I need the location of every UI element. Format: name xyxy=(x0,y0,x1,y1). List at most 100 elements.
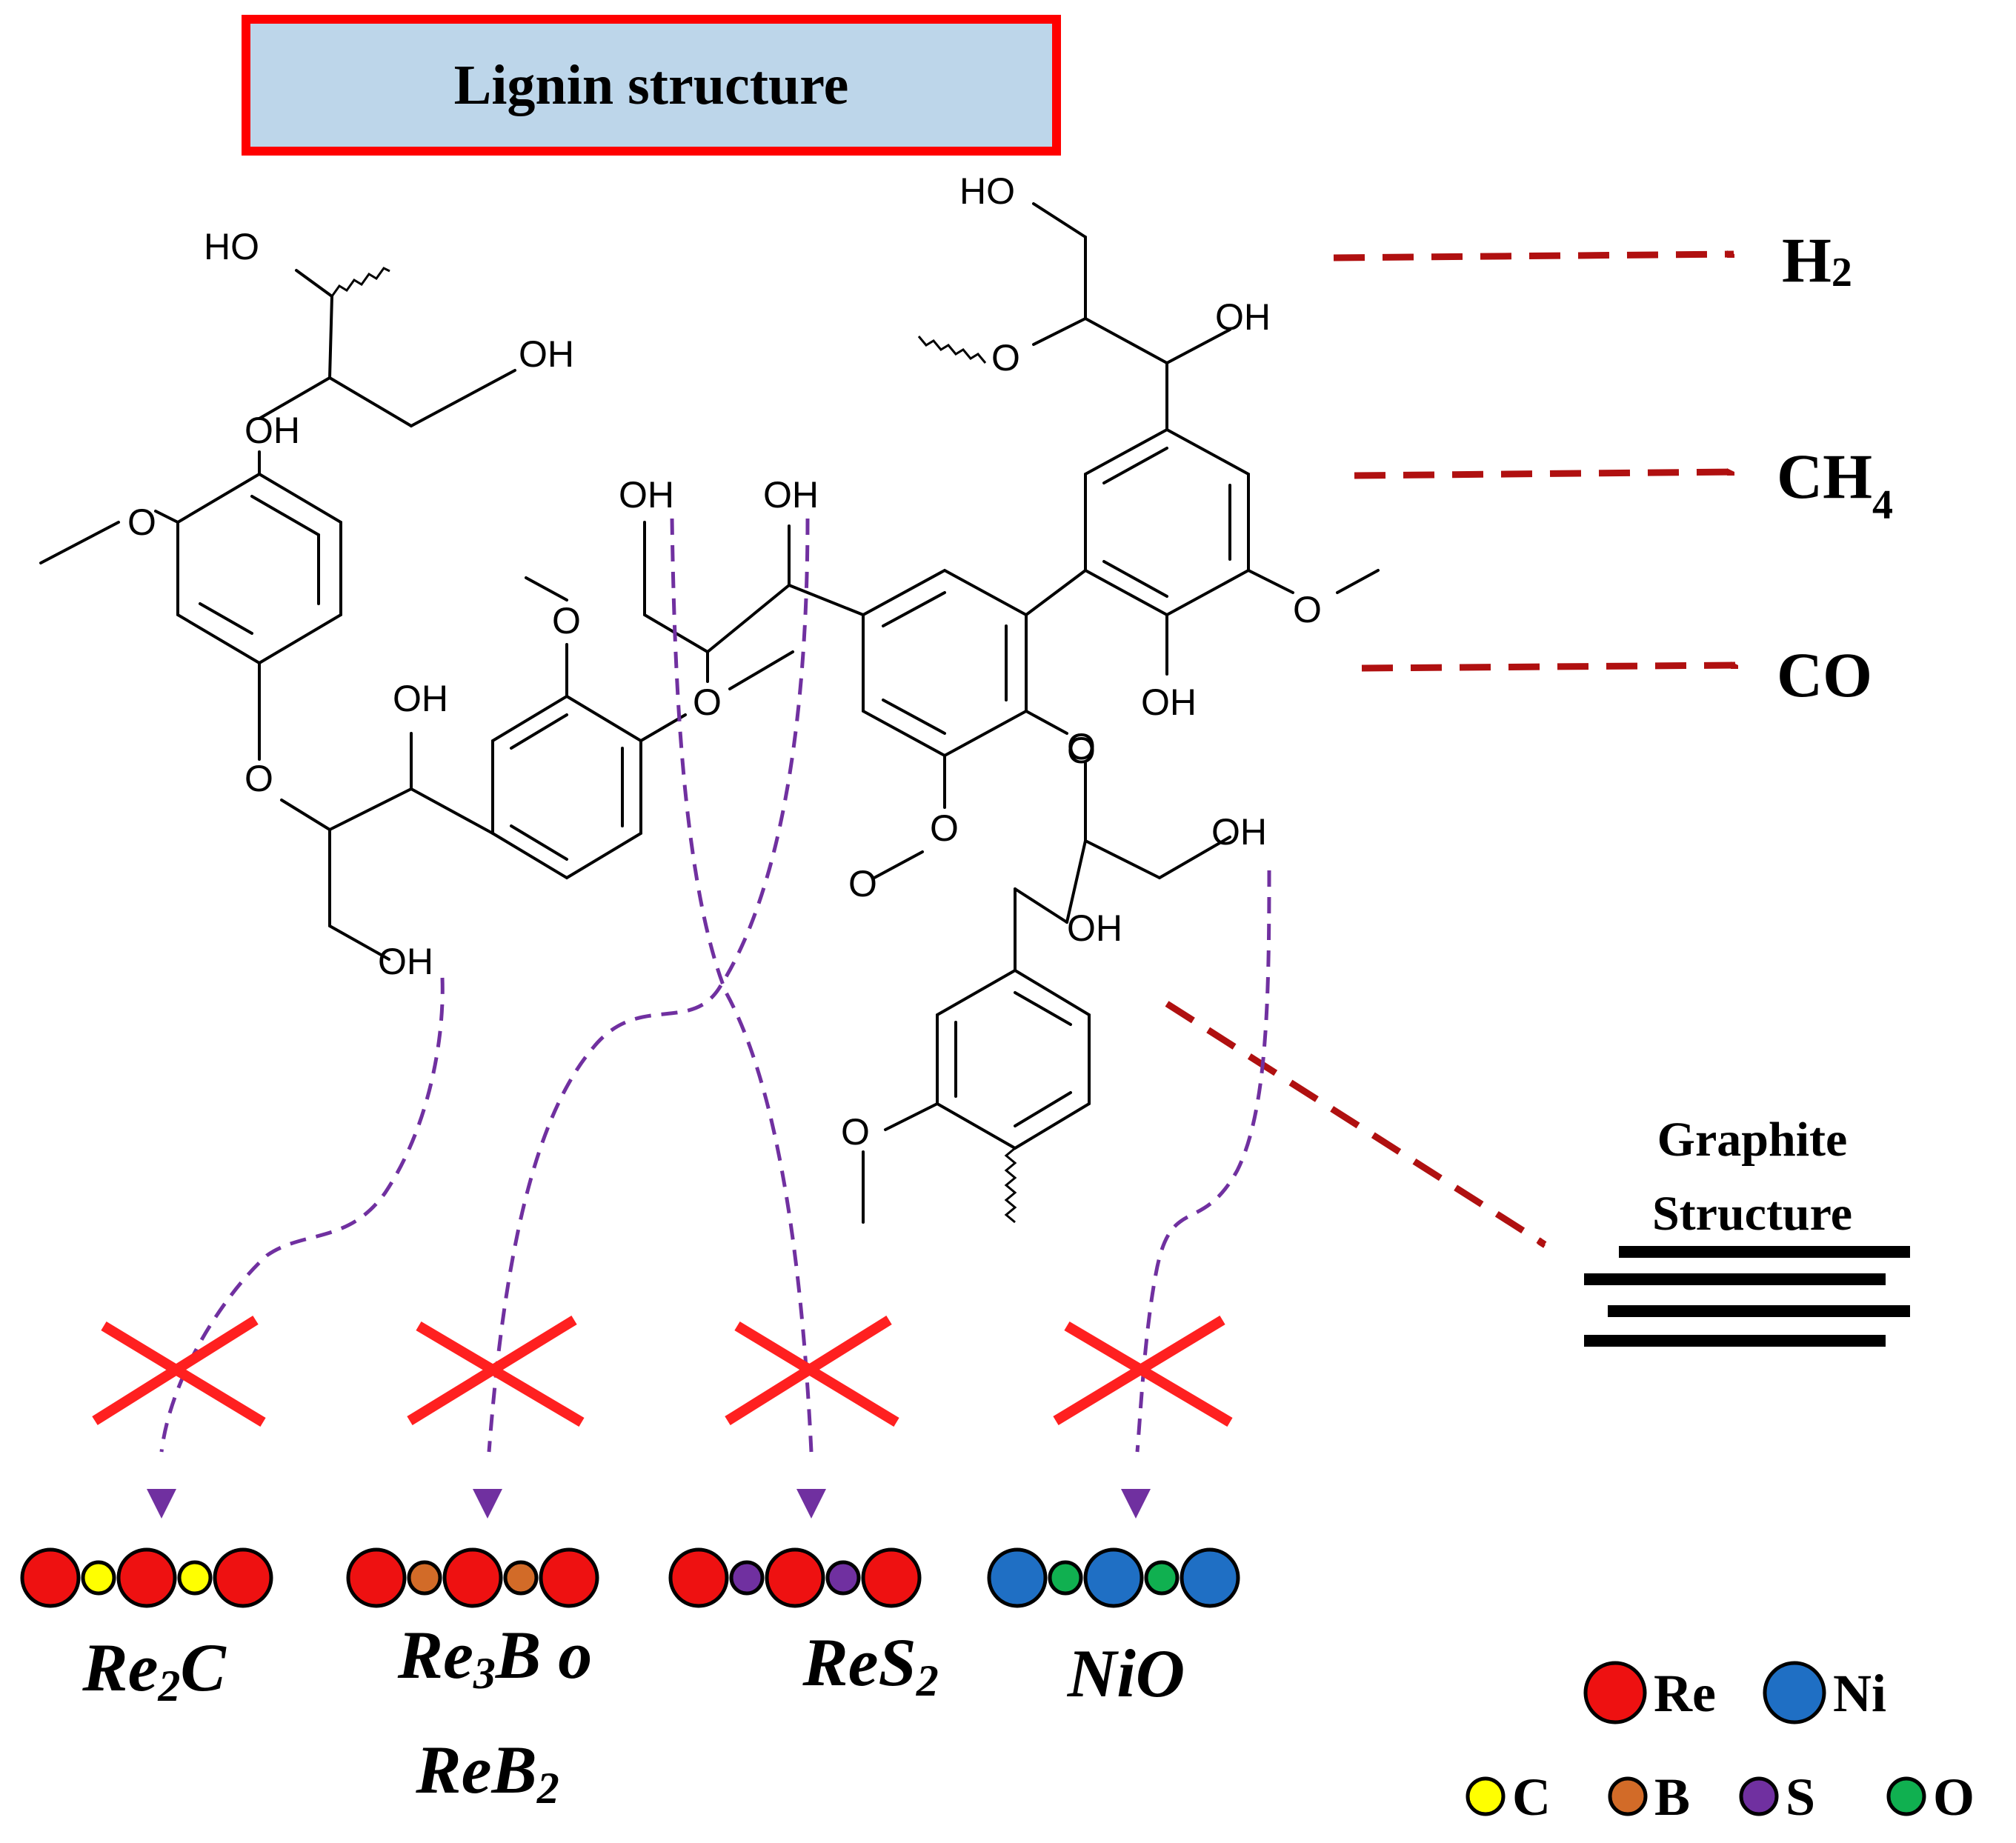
title-background xyxy=(242,15,1061,156)
atom-re-icon xyxy=(346,1547,407,1608)
atom-o-icon xyxy=(1144,1560,1180,1596)
atom-re-icon xyxy=(442,1547,503,1608)
catalyst-labels: Re2C Re3B o ReB2 ReS2 NiO xyxy=(81,1617,1185,1813)
gas-ch4-label: CH4 xyxy=(1777,441,1893,528)
atom-label: OH xyxy=(1067,907,1122,949)
atom-label: O xyxy=(848,863,877,904)
legend-c-icon xyxy=(1466,1776,1506,1816)
legend-o-icon xyxy=(1886,1776,1926,1816)
catalyst-chains xyxy=(20,1547,1240,1608)
catalyst-re2c-atoms xyxy=(20,1547,273,1608)
atom-label: OH xyxy=(763,474,819,516)
ring-c xyxy=(862,568,1028,758)
atom-label: HO xyxy=(204,226,259,267)
legend-metals: Re Ni xyxy=(1583,1661,1886,1724)
atom-label: O xyxy=(930,807,959,849)
cross-icon xyxy=(1053,1316,1233,1427)
poisoning-paths xyxy=(159,518,1271,1453)
atom-label: O xyxy=(244,758,273,799)
catalyst-res2-label: ReS2 xyxy=(802,1624,938,1705)
catalyst-reb2-label: ReB2 xyxy=(415,1732,559,1813)
catalyst-res2-atoms xyxy=(668,1547,922,1608)
atom-o-icon xyxy=(1048,1560,1083,1596)
gas-products: H2 CH4 CO xyxy=(1333,224,1893,710)
h2-arrow xyxy=(1333,254,1734,261)
co-arrow xyxy=(1361,665,1737,672)
atom-s-icon xyxy=(729,1560,765,1596)
catalyst-nio-label: NiO xyxy=(1067,1636,1185,1711)
legend-c-label: C xyxy=(1512,1767,1551,1827)
atom-labels: HO OH OH OH O O O OH O OH OH O O HO O OH… xyxy=(127,170,1322,1153)
ring-d xyxy=(1084,427,1250,617)
lignin-molecule: HO OH OH OH O O O OH O OH OH O O HO O OH… xyxy=(39,170,1380,1224)
arrowhead-icon xyxy=(796,1489,826,1519)
legend-ni-icon xyxy=(1763,1661,1826,1724)
atom-label: O xyxy=(1067,730,1096,771)
atom-label: OH xyxy=(519,333,574,375)
path-to-nio xyxy=(1135,870,1271,1453)
gas-co-label: CO xyxy=(1777,639,1872,710)
catalyst-re3b-label: Re3B o xyxy=(397,1617,593,1698)
atom-c-icon xyxy=(81,1560,116,1596)
path-to-re3b xyxy=(487,518,810,1453)
catalyst-nio-atoms xyxy=(987,1547,1240,1608)
graphite-layers-icon xyxy=(1584,1246,1910,1347)
atom-label: O xyxy=(1293,589,1322,630)
legend-b-label: B xyxy=(1654,1767,1690,1827)
element-legend: Re Ni C B S O xyxy=(1466,1661,1975,1827)
graphite-label-line1: Graphite xyxy=(1657,1113,1848,1167)
title-text: Lignin structure xyxy=(454,54,849,116)
cross-icon xyxy=(725,1316,899,1427)
ch4-arrow xyxy=(1354,472,1734,479)
path-to-res2 xyxy=(670,518,814,1453)
catalyst-re2c-label: Re2C xyxy=(81,1630,227,1710)
atom-re-icon xyxy=(213,1547,273,1608)
legend-re-icon xyxy=(1583,1661,1647,1724)
atom-label: O xyxy=(552,600,581,641)
graphite-product: Graphite Structure xyxy=(1165,1001,1910,1347)
catalyst-re3b-atoms xyxy=(346,1547,599,1608)
atom-re-icon xyxy=(861,1547,922,1608)
atom-label: O xyxy=(991,337,1020,379)
title-box: Lignin structure xyxy=(242,15,1061,156)
atom-label: OH xyxy=(1211,811,1267,853)
path-to-re2c xyxy=(159,977,445,1453)
atom-label: OH xyxy=(393,678,448,719)
cross-icon xyxy=(92,1316,266,1427)
arrowhead-icon xyxy=(1121,1489,1151,1519)
atom-ni-icon xyxy=(1180,1547,1240,1608)
poisoning-arrowheads xyxy=(147,1489,1151,1519)
atom-label: OH xyxy=(244,410,300,451)
atom-label: O xyxy=(127,501,156,543)
atom-b-icon xyxy=(407,1560,442,1596)
atom-b-icon xyxy=(503,1560,539,1596)
atom-re-icon xyxy=(765,1547,825,1608)
ring-e xyxy=(936,969,1091,1150)
atom-label: OH xyxy=(378,941,433,982)
legend-re-label: Re xyxy=(1654,1664,1716,1723)
gas-h2-label: H2 xyxy=(1782,224,1852,296)
atom-label: O xyxy=(1067,726,1096,767)
atom-ni-icon xyxy=(987,1547,1048,1608)
legend-s-icon xyxy=(1739,1776,1779,1816)
legend-s-label: S xyxy=(1786,1767,1815,1827)
atom-label: O xyxy=(841,1111,870,1153)
atom-s-icon xyxy=(825,1560,861,1596)
arrowhead-icon xyxy=(473,1489,502,1519)
atom-label: OH xyxy=(1215,296,1271,338)
blocked-markers xyxy=(92,1316,1233,1427)
cross-icon xyxy=(407,1316,585,1427)
legend-b-icon xyxy=(1608,1776,1648,1816)
graphite-arrow xyxy=(1165,1001,1545,1244)
atom-re-icon xyxy=(539,1547,599,1608)
legend-ni-label: Ni xyxy=(1833,1664,1886,1723)
atom-label: O xyxy=(693,681,722,723)
atom-label: OH xyxy=(1141,681,1197,723)
legend-o-label: O xyxy=(1933,1767,1975,1827)
atom-label: HO xyxy=(959,170,1015,212)
atom-re-icon xyxy=(668,1547,729,1608)
graphite-label-line2: Structure xyxy=(1652,1187,1852,1241)
atom-ni-icon xyxy=(1083,1547,1144,1608)
